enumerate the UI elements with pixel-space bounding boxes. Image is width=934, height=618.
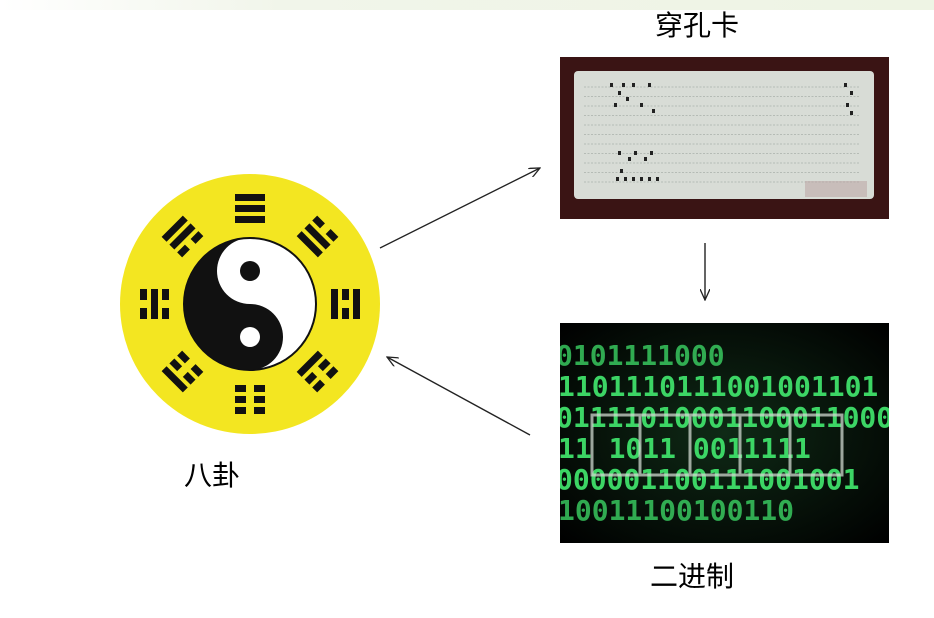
punch-hole bbox=[632, 177, 635, 181]
punch-hole bbox=[616, 177, 619, 181]
punch-hole bbox=[648, 83, 651, 87]
punch-hole bbox=[620, 169, 623, 173]
punch-hole bbox=[624, 177, 627, 181]
punch-card bbox=[574, 71, 874, 199]
trigram-icon bbox=[140, 289, 169, 319]
binary-digits: 0101111000110111011100100110101111010001… bbox=[560, 339, 889, 527]
punch-hole bbox=[650, 151, 653, 155]
punch-hole bbox=[626, 97, 629, 101]
binary-image: 0101111000110111011100100110101111010001… bbox=[560, 323, 889, 543]
punch-hole bbox=[622, 83, 625, 87]
punch-hole bbox=[614, 103, 617, 107]
punch-hole bbox=[640, 177, 643, 181]
punch-hole bbox=[640, 103, 643, 107]
card-rows bbox=[584, 86, 860, 183]
binary-row: 01111010001100011000 bbox=[560, 401, 889, 434]
punch-hole bbox=[628, 157, 631, 161]
binary-row: 11 1011 0011111 bbox=[560, 432, 811, 465]
punch-hole bbox=[844, 83, 847, 87]
binary-row: 1101110111001001101 bbox=[560, 370, 878, 403]
punch-hole bbox=[648, 177, 651, 181]
trigram-icon bbox=[296, 215, 339, 258]
punch-hole bbox=[644, 157, 647, 161]
top-gradient-bar bbox=[0, 0, 934, 10]
arrow-bagua-to-punch-card bbox=[379, 168, 540, 249]
binary-row: 10011100100110 bbox=[560, 494, 794, 527]
card-holes bbox=[610, 83, 853, 181]
trigram-icon bbox=[161, 215, 204, 258]
punch-hole bbox=[618, 151, 621, 155]
punch-card-image bbox=[560, 57, 889, 219]
bagua-label: 八卦 bbox=[184, 459, 241, 492]
punch-hole bbox=[656, 177, 659, 181]
punch-hole bbox=[610, 83, 613, 87]
trigrams-ring bbox=[140, 194, 360, 414]
trigram-icon bbox=[296, 350, 339, 393]
punch-hole bbox=[846, 103, 849, 107]
trigram-icon bbox=[235, 385, 265, 414]
trigram-icon bbox=[331, 289, 360, 319]
binary-overlay-block bbox=[590, 413, 844, 477]
trigram-icon bbox=[161, 350, 204, 393]
punch-hole bbox=[652, 109, 655, 113]
punch-hole bbox=[850, 111, 853, 115]
binary-row: 0101111000 bbox=[560, 339, 725, 372]
bagua-diagram bbox=[120, 174, 380, 434]
trigram-icon bbox=[235, 194, 265, 223]
punch-hole bbox=[634, 151, 637, 155]
yin-yang-icon bbox=[183, 237, 317, 371]
punch-card-label: 穿孔卡 bbox=[655, 9, 740, 42]
binary-label: 二进制 bbox=[650, 560, 735, 593]
watermark bbox=[805, 181, 867, 197]
binary-row: 000001100111001001 bbox=[560, 463, 859, 496]
arrow-binary-to-bagua bbox=[387, 357, 531, 436]
punch-hole bbox=[850, 91, 853, 95]
punch-hole bbox=[618, 91, 621, 95]
punch-hole bbox=[632, 83, 635, 87]
